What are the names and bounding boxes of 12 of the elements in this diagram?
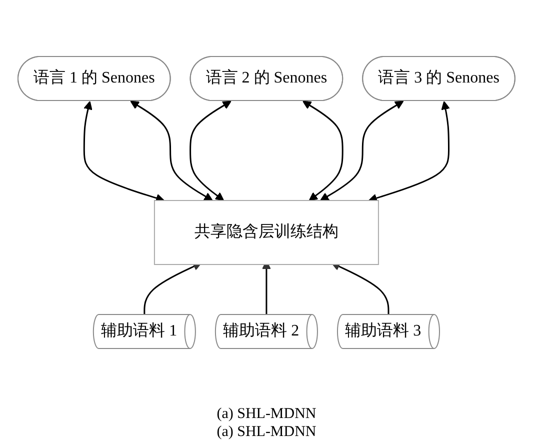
arrow [130, 100, 213, 201]
caption-text: (a) SHL-MDNN [216, 423, 316, 441]
arrow [302, 100, 344, 201]
node-box: 共享隐含层训练结构 [154, 200, 379, 265]
caption: (a) SHL-MDNN [216, 405, 316, 423]
node-text: 辅助语料 3 [345, 322, 422, 340]
arrow [320, 100, 404, 201]
node-text: 辅助语料 2 [223, 322, 300, 340]
node-text: 辅助语料 1 [101, 322, 178, 340]
arrow [190, 100, 232, 201]
arrow [368, 101, 450, 202]
arrow [83, 101, 165, 202]
